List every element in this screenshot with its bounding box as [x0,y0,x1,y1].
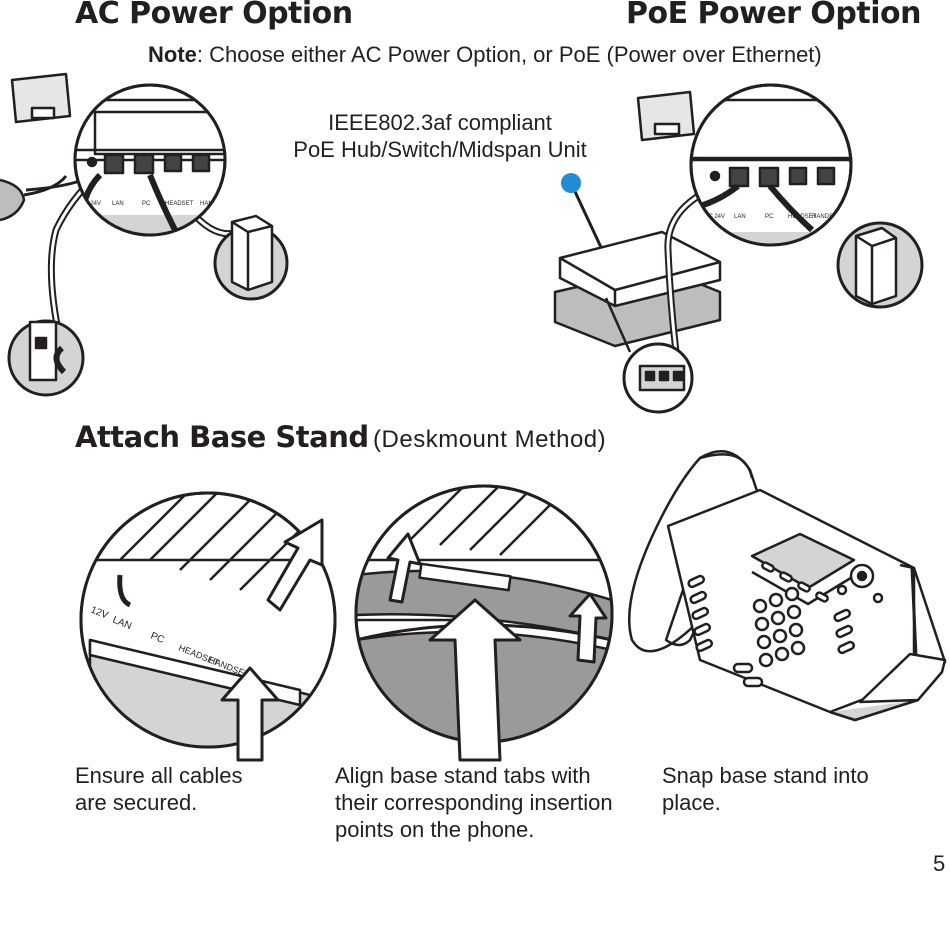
step1-arrow-up [220,666,280,762]
ac-port-label-pc: PC [142,201,151,207]
power-adapter [0,178,26,222]
step2-caption-line-2: their corresponding insertion [335,790,613,815]
ac-power-illustration: DC 24V LAN PC HEADSET HANDSET [0,72,289,397]
ac-port-label-lan: LAN [112,201,124,207]
ac-port-label-headset: HEADSET [165,201,194,207]
step1-caption-line-1: Ensure all cables [75,763,243,788]
step3-caption-line-2: place. [662,790,721,815]
ac-phone-thumbnail [10,72,72,124]
step1-caption-line-2: are secured. [75,790,198,815]
step1-illustration: 12V LAN PC HEADSET HANDSET [79,491,337,762]
step3-caption-line-1: Snap base stand into [662,763,869,788]
step2-arrow-left [386,532,422,604]
poe-power-illustration: DC 24V LAN PC HEADSET HANDSET [553,83,924,414]
poe-unit-label: IEEE802.3af compliant PoE Hub/Switch/Mid… [262,109,618,163]
phone-keypad [732,586,806,688]
step2-caption-line-1: Align base stand tabs with [335,763,591,788]
page-number: 5 [933,851,946,876]
poe-unit-line-1: IEEE802.3af compliant [328,110,552,135]
step1-caption: Ensure all cables are secured. [75,762,315,816]
poe-switch-upper [558,230,722,308]
poe-port-label-pc: PC [765,214,774,220]
poe-power-heading: PoE Power Option [625,0,922,31]
poe-port-label-handset: HANDSET [812,214,841,220]
power-note: Note: Choose either AC Power Option, or … [148,42,822,68]
step3-caption: Snap base stand into place. [662,762,902,816]
poe-port-label-dc: DC 24V [704,214,725,220]
step2-illustration [354,484,614,762]
attach-heading-bold: Attach Base Stand [75,420,369,454]
ac-power-heading: AC Power Option [75,0,353,31]
pointer-dot [561,173,581,193]
poe-port-label-lan: LAN [734,214,746,220]
step2-caption-line-3: points on the phone. [335,817,535,842]
note-label: Note [148,42,197,67]
poe-unit-line-2: PoE Hub/Switch/Midspan Unit [293,137,587,162]
base-stand [858,652,947,704]
step2-arrow-right [568,592,608,664]
step2-caption: Align base stand tabs with their corresp… [335,762,645,843]
step1-arrow-up-right [266,518,324,612]
note-text: : Choose either AC Power Option, or PoE … [196,42,822,67]
attach-base-stand-heading: Attach Base Stand (Deskmount Method) [75,420,606,454]
attach-heading-method: (Deskmount Method) [373,426,607,453]
step1-port-label-pc: PC [149,631,166,646]
step3-phone-illustration [628,450,947,722]
ac-port-label-handset: HANDSET [200,201,229,207]
poe-phone-thumbnail [636,90,696,142]
step2-arrow-up [428,598,522,762]
